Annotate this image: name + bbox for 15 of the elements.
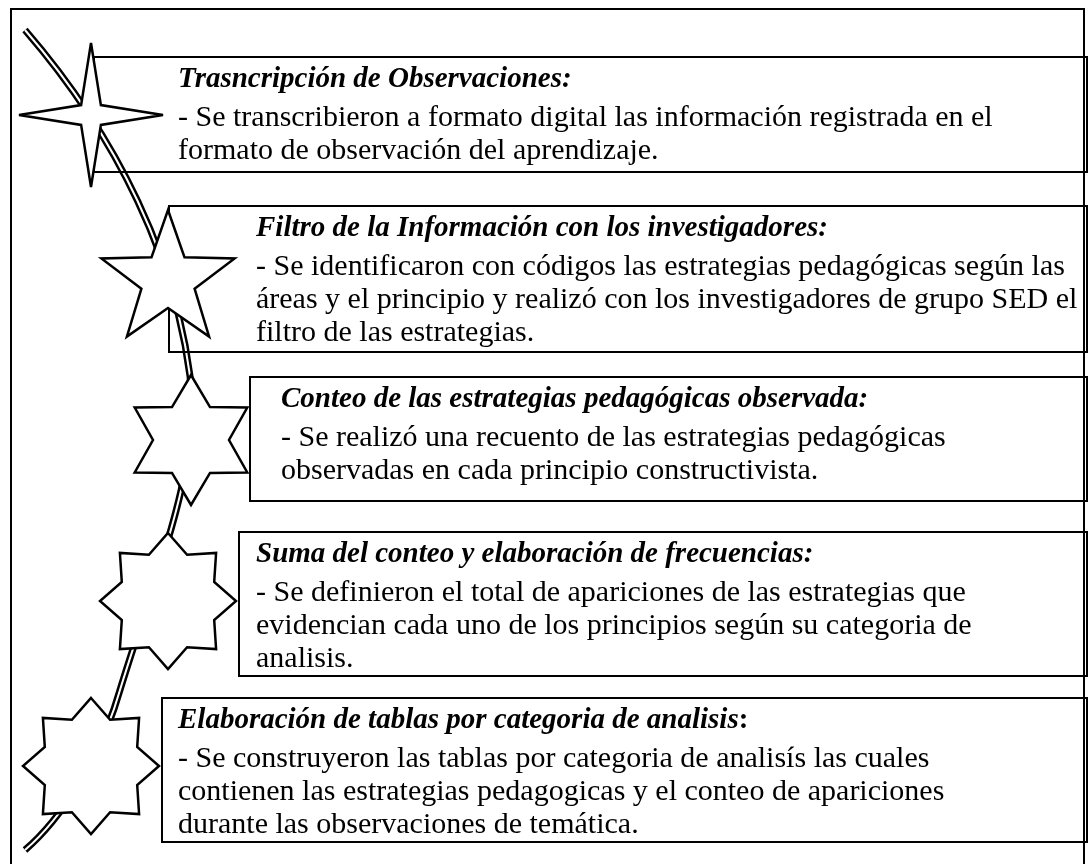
step-description: - Se definieron el total de apariciones de las estrategias que evidencian cada uno de los principios según su categoria de analisis. bbox=[256, 574, 973, 673]
step-heading: Trasncripción de Observaciones: bbox=[178, 60, 572, 94]
step-heading: Suma del conteo y elaboración de frecuencias: bbox=[256, 535, 814, 569]
step-box bbox=[238, 531, 1088, 677]
step-description: - Se realizó una recuento de las estrategias pedagógicas observadas en cada principio constructivista. bbox=[281, 419, 947, 485]
step-box bbox=[161, 697, 1088, 843]
step-heading: Conteo de las estrategias pedagógicas observada: bbox=[281, 380, 869, 414]
step-description: - Se identificaron con códigos las estrategias pedagógicas según las áreas y el principio y realizó con los investigadores de grupo SED el filtro de las estrategias. bbox=[256, 248, 1079, 347]
step-heading: Elaboración de tablas por categoria de analisis: bbox=[178, 701, 749, 735]
step-box bbox=[249, 376, 1088, 502]
step-description: - Se construyeron las tablas por categoria de analisís las cuales contienen las estrategias pedagogicas y el conteo de apariciones durante las observaciones de temática. bbox=[178, 740, 946, 839]
step-box bbox=[168, 205, 1088, 353]
step-description: - Se transcribieron a formato digital las información registrada en el formato de observación del aprendizaje. bbox=[178, 99, 994, 165]
step-heading: Filtro de la Información con los investigadores: bbox=[256, 209, 828, 243]
step-box bbox=[93, 56, 1088, 173]
